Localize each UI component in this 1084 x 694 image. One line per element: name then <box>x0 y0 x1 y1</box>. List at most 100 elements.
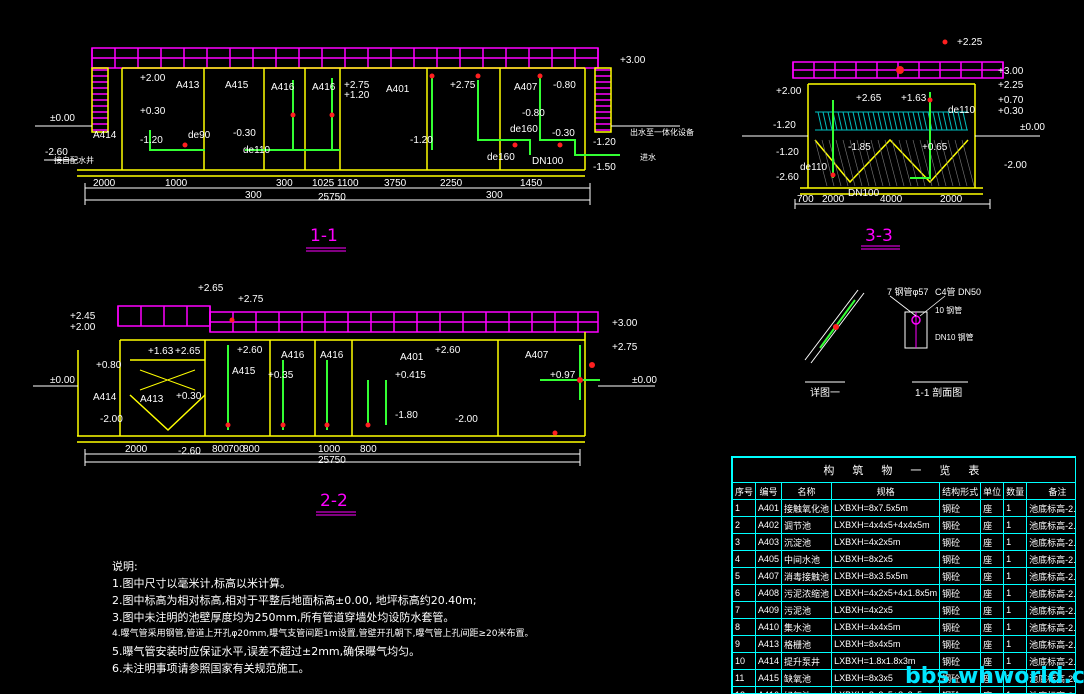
table-cell: 接触氧化池 <box>781 499 833 517</box>
elevation-label: ±0.00 <box>1020 122 1045 133</box>
table-cell: 座 <box>980 499 1005 517</box>
table-cell: 9 <box>732 635 757 653</box>
dimension-label: 2000 <box>940 194 963 205</box>
table-cell: 1 <box>1003 601 1028 619</box>
table-cell: 1 <box>1003 533 1028 551</box>
hopper-hatch <box>884 139 898 187</box>
room-label: A414 <box>93 130 117 141</box>
dimension-label: 300 <box>245 190 262 201</box>
room-label: A415 <box>232 366 256 377</box>
elevation-label: ±0.00 <box>632 375 657 386</box>
elevation-label: +0.70 <box>998 95 1024 106</box>
table-cell: 5 <box>732 567 757 585</box>
elevation-label: +0.35 <box>268 370 294 381</box>
section-title-2-2: 2-2 <box>320 491 348 511</box>
elevation-label: +2.75 <box>344 80 370 91</box>
elevation-label: -2.00 <box>1004 160 1027 171</box>
hopper-hatch <box>856 139 870 187</box>
table-caption: 构筑物一览表 <box>732 457 1075 483</box>
elevation-label: -1.85 <box>848 142 871 153</box>
table-cell: 座 <box>980 584 1005 602</box>
table-header: 序号 <box>732 482 757 500</box>
table-cell: 座 <box>980 550 1005 568</box>
elevation-label: +0.80 <box>96 360 122 371</box>
media-tube <box>882 111 888 131</box>
room-label: A416 <box>312 82 336 93</box>
table-cell: LXBXH=8x2x5 <box>831 550 941 568</box>
table-cell: 池底标高-2.00 <box>1026 567 1075 585</box>
dimension-label: 2000 <box>93 178 116 189</box>
dimension-label: 4000 <box>880 194 903 205</box>
dimension-label: 300 <box>276 178 293 189</box>
elevation-label: +2.00 <box>776 86 802 97</box>
hopper-hatch <box>961 139 975 187</box>
hopper-hatch <box>954 139 968 187</box>
table-cell: 1 <box>1003 686 1028 693</box>
media-tube <box>942 111 948 131</box>
dimension-label: 2000 <box>822 194 845 205</box>
note-label: 进水 <box>640 153 656 162</box>
dim-lines-2-2 <box>84 449 581 466</box>
table-header: 结构形式 <box>939 482 982 500</box>
media-tube <box>937 111 943 131</box>
elevation-label: +3.00 <box>620 55 646 66</box>
table-cell: LXBXH=4x4x5m <box>831 618 941 636</box>
pipe-label: de160 <box>487 152 515 163</box>
ground-1-1 <box>35 125 680 161</box>
elevation-label: -1.20 <box>140 135 163 146</box>
media-tube <box>947 111 953 131</box>
media-tube <box>952 111 958 131</box>
table-cell: 1 <box>1003 550 1028 568</box>
elevation-label: +1.63 <box>901 93 927 104</box>
railing-2-2 <box>117 305 599 333</box>
elevation-label: -0.30 <box>233 128 256 139</box>
room-label: A415 <box>225 80 249 91</box>
table-cell: 格栅池 <box>781 635 833 653</box>
table-cell: LXBXH=4x2x5 <box>831 601 941 619</box>
media-tube <box>887 111 893 131</box>
section-1-1 <box>35 47 680 205</box>
table-cell: 座 <box>980 533 1005 551</box>
note-item: 1.图中尺寸以毫米计,标高以米计算。 <box>112 577 291 590</box>
pipe-label: DN100 <box>848 188 880 199</box>
elevation-label: -2.60 <box>776 172 799 183</box>
table-cell: 钢砼 <box>939 499 982 517</box>
table-cell: 1 <box>1003 635 1028 653</box>
media-tube <box>822 111 828 131</box>
dim-lines-1-1 <box>84 183 591 205</box>
table-cell: 6 <box>732 584 757 602</box>
valves-2-2 <box>225 317 595 436</box>
room-label: A416 <box>320 350 344 361</box>
media-fill-2-2 <box>139 369 196 391</box>
media-tube <box>892 111 898 131</box>
detail-title: 详图一 <box>810 388 840 399</box>
section-title-1-1: 1-1 <box>310 226 338 246</box>
pipe-label: de90 <box>188 130 211 141</box>
section-title-3-3: 3-3 <box>865 226 893 246</box>
table-cell: LXBXH=4x4x5+4x4x5m <box>831 516 941 534</box>
media-tube <box>867 111 873 131</box>
hopper-hatch <box>821 139 835 187</box>
table-cell: 池底标高-2.00 <box>1026 618 1075 636</box>
hopper-fill-3-3 <box>814 139 975 187</box>
table-cell: 好氧池 <box>781 686 833 693</box>
room-label: A413 <box>176 80 200 91</box>
elevation-label: +2.45 <box>70 311 96 322</box>
dim-lines-3-3 <box>794 199 991 209</box>
table-cell: LXBXH=8x3.5x5m <box>831 567 941 585</box>
dimension-label: 1450 <box>520 178 543 189</box>
table-cell: 1 <box>1003 618 1028 636</box>
elevation-label: -2.00 <box>100 414 123 425</box>
dimension-label: 1000 <box>318 444 341 455</box>
elevation-label: +2.65 <box>175 346 201 357</box>
table-cell: 污泥池 <box>781 601 833 619</box>
dimension-label: 25750 <box>318 192 346 203</box>
tank-structure-2-2 <box>77 332 586 443</box>
elevation-label: +3.00 <box>998 66 1024 77</box>
